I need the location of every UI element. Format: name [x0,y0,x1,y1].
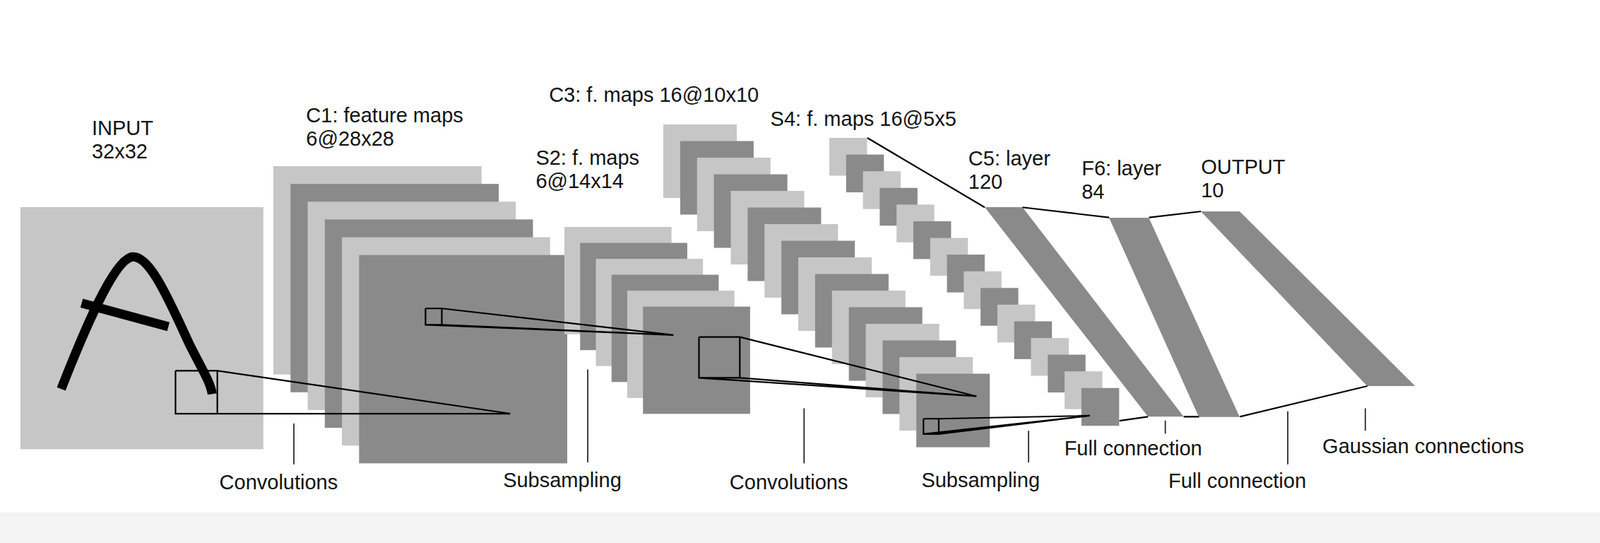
layer-heading: S4: f. maps 16@5x5 [770,107,957,131]
layer-shape [984,206,1184,417]
leader-line [293,423,295,465]
layer-node: C5: layer 120 [984,206,1184,417]
leader-line [1164,420,1167,434]
operation-label: Full connection [1168,469,1307,493]
feature-map [358,255,568,464]
layer-node: S2: f. maps 6@14x14 [564,226,751,414]
operation-label: Convolutions [219,470,339,494]
operation-label: Subsampling [502,468,622,492]
layer-node: F6: layer 84 [1109,217,1240,417]
leader-line [587,369,589,462]
layer-node: OUTPUT 10 [1200,211,1415,386]
input-image [20,206,264,449]
leader-line [1364,407,1367,431]
layer-heading: INPUT 32x32 [91,116,174,164]
layer-shape [1200,211,1415,386]
layer-heading: S2: f. maps 6@14x14 [535,146,664,193]
layer-node: INPUT 32x32 [20,206,264,449]
layer-heading: C1: feature maps 6@28x28 [305,103,500,151]
layer-shape [273,166,568,463]
layer-shape [1109,217,1240,417]
layer-heading: C3: f. maps 16@10x10 [548,83,759,107]
operation-label: Full connection [1064,436,1203,460]
feature-map [1081,387,1119,426]
layer-band [1200,211,1415,386]
leader-line [1287,411,1289,465]
feature-map [916,373,990,448]
footer-strip [0,512,1600,543]
layer-heading: C5: layer 120 [968,146,1071,194]
layer-node: C3: f. maps 16@10x10 [663,124,990,448]
leader-line [1027,430,1030,462]
layer-shape [564,226,751,414]
layer-heading: OUTPUT 10 [1200,155,1298,203]
operation-label: Convolutions [729,470,849,494]
operation-label: Gaussian connections [1322,434,1524,458]
layer-shape [663,124,990,448]
layer-shape [20,206,264,449]
layer-node: C1: feature maps 6@28x28 [273,166,568,463]
operation-label: Subsampling [921,468,1040,492]
layer-heading: F6: layer 84 [1081,156,1184,204]
feature-map [642,305,751,414]
layer-band [1109,217,1240,417]
leader-line [803,407,805,463]
